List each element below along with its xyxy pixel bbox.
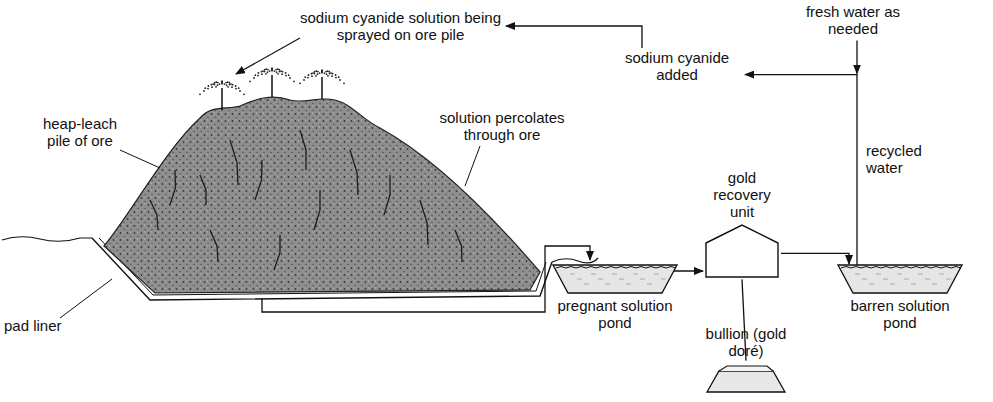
flow-connector [670, 270, 703, 271]
percolation-streak [455, 230, 462, 262]
percolation-streak [200, 175, 206, 205]
node-label: pregnant solution pond [548, 298, 682, 332]
node-label: sodium cyanide solution being sprayed on… [298, 10, 503, 44]
recovery-unit-building [703, 223, 781, 279]
pond-node: barren solution pond [833, 262, 967, 332]
ground-line [2, 237, 92, 242]
percolation-streak [300, 130, 306, 170]
percolation-streak [274, 235, 280, 270]
percolation-streak [210, 230, 218, 262]
text-node: sodium cyanide added [612, 50, 742, 84]
annotation-label: fresh water as needed [798, 4, 908, 38]
connector-label: recycled water [864, 143, 930, 177]
pond-node: pregnant solution pond [548, 262, 682, 332]
node-label: barren solution pond [833, 298, 967, 332]
flow-connector [781, 253, 849, 264]
leader-arrow [236, 38, 300, 74]
percolation-streak [384, 175, 390, 215]
percolation-streak [314, 190, 320, 230]
leader-line [60, 279, 112, 318]
node-label: gold recovery unit [700, 170, 784, 220]
solution-pond [552, 262, 678, 294]
fresh-water-arrow [856, 41, 857, 74]
percolation-streak [350, 150, 358, 195]
sprinkler [199, 80, 245, 110]
bar-node: bullion (gold doré) [688, 326, 804, 393]
ground-line [552, 258, 598, 263]
text-node: sodium cyanide solution being sprayed on… [298, 10, 503, 44]
drain-pipe [262, 246, 590, 312]
node-label: sodium cyanide added [612, 50, 742, 84]
solution-pond [837, 262, 963, 294]
node-label: bullion (gold doré) [688, 326, 804, 360]
percolation-streak [150, 200, 158, 230]
percolation-streak [230, 140, 238, 185]
annotation-label: heap-leach pile of ore [30, 116, 130, 150]
flow-connector [506, 26, 642, 48]
house-node: gold recovery unit [700, 170, 784, 279]
annotation-label: pad liner [4, 318, 84, 335]
annotation-label: solution percolates through ore [432, 110, 572, 144]
sprinkler [249, 67, 295, 97]
percolation-streak [420, 200, 428, 245]
leader-line [120, 150, 160, 168]
gold-bar [701, 363, 791, 393]
sprinkler [299, 69, 345, 99]
leader-line [465, 146, 480, 186]
percolation-streak [255, 160, 262, 200]
percolation-streak [170, 170, 176, 205]
